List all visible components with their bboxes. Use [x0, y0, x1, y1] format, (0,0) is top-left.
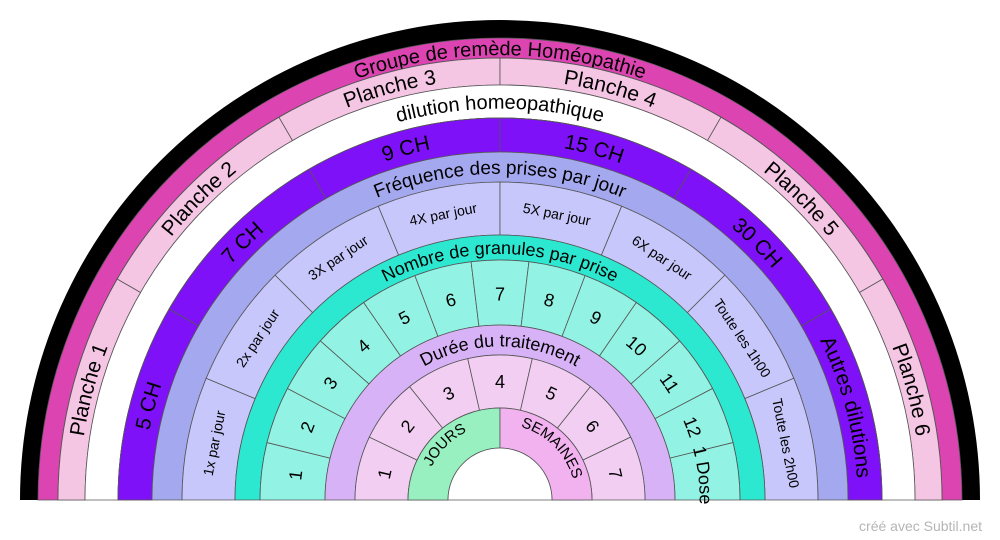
cell-label: 4 [495, 372, 505, 392]
center-hub [447, 447, 553, 501]
cell-label: 6 [444, 289, 459, 311]
cell-label: 7 [495, 284, 505, 304]
credit-text: créé avec Subtil.net [859, 518, 982, 534]
cell-label: 8 [542, 289, 557, 311]
cell-label: 1 [285, 469, 306, 481]
cell-label: 7 [604, 467, 626, 481]
cell-label: 1 [374, 467, 396, 481]
